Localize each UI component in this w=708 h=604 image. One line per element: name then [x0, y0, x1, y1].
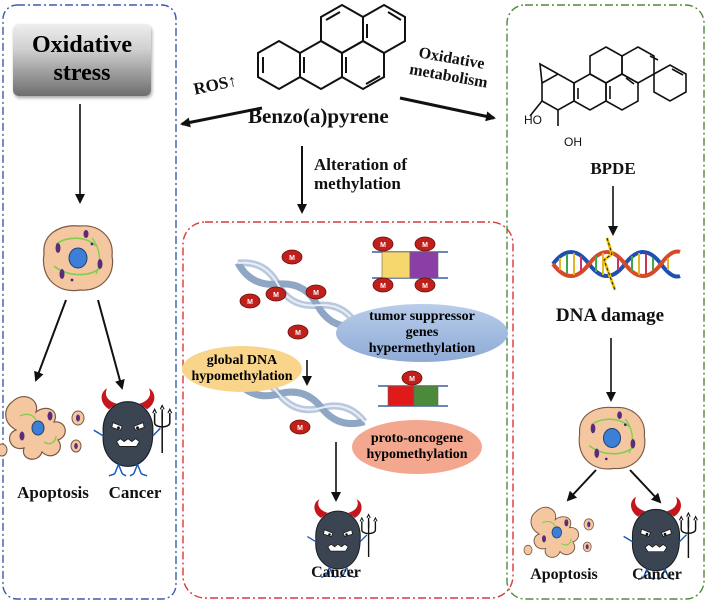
cancer-label-middle: Cancer — [311, 564, 361, 581]
alteration-of-methylation-label: Alteration of methylation — [314, 155, 408, 193]
methyl-label: M — [422, 283, 428, 290]
global-dna-pill: global DNA hypomethylation — [182, 346, 302, 392]
methyl-label: M — [422, 242, 428, 249]
arrow-to-oxidative-stress — [180, 106, 263, 128]
methyl-label: M — [289, 255, 295, 262]
hydroxyl-label-2: OH — [564, 135, 582, 149]
left-panel-border — [2, 4, 177, 600]
oxidative-stress-box: Oxidative stress — [13, 24, 151, 96]
apoptosis-icon-right — [523, 506, 595, 558]
cancer-label-left: Cancer — [108, 483, 162, 502]
cancer-devil-icon — [93, 387, 173, 477]
right-arrow-apoptosis — [566, 469, 597, 502]
methyl-label: M — [380, 242, 386, 249]
cell-icon — [42, 224, 114, 292]
bpde-label: BPDE — [590, 159, 636, 178]
methyl-label: M — [380, 283, 386, 290]
bpde-structure-icon — [529, 46, 687, 126]
tumor-suppressor-label: tumor suppressor genes hypermethylation — [368, 308, 476, 357]
benzo-a-pyrene-label: Benzo(a)pyrene — [248, 104, 389, 128]
gene-bar-hypomethylated-icon — [378, 370, 448, 407]
left-arrow-cancer — [97, 299, 125, 390]
cancer-label-right: Cancer — [632, 566, 682, 583]
arrow-to-bpde — [399, 96, 496, 122]
methyl-label: M — [297, 425, 303, 432]
hydroxyl-label-1: HO — [524, 113, 542, 127]
benzo-a-pyrene-structure-icon — [257, 3, 406, 91]
oxidative-stress-label: Oxidative stress — [32, 32, 132, 86]
dna-helix-damaged-icon — [551, 237, 681, 291]
apoptosis-icon — [0, 395, 85, 460]
methyl-label: M — [247, 299, 253, 306]
apoptosis-label-right: Apoptosis — [530, 566, 598, 583]
global-dna-label: global DNA hypomethylation — [191, 352, 293, 384]
tumor-suppressor-pill: tumor suppressor genes hypermethylation — [336, 304, 508, 362]
proto-oncogene-label: proto-oncogene hypomethylation — [366, 430, 468, 462]
right-panel-border — [506, 4, 705, 600]
left-arrow-apoptosis — [34, 299, 67, 382]
methyl-label: M — [313, 290, 319, 297]
methyl-label: M — [273, 292, 279, 299]
dna-damage-label: DNA damage — [555, 305, 665, 326]
gene-bar-hypermethylated-icon — [372, 236, 448, 293]
methyl-label: M — [295, 330, 301, 337]
proto-oncogene-pill: proto-oncogene hypomethylation — [352, 420, 482, 474]
cell-icon-right — [578, 406, 646, 470]
middle-panel-border — [182, 221, 514, 599]
methyl-label: M — [409, 376, 415, 383]
right-arrow-cancer — [629, 469, 662, 504]
apoptosis-label-left: Apoptosis — [17, 483, 89, 502]
